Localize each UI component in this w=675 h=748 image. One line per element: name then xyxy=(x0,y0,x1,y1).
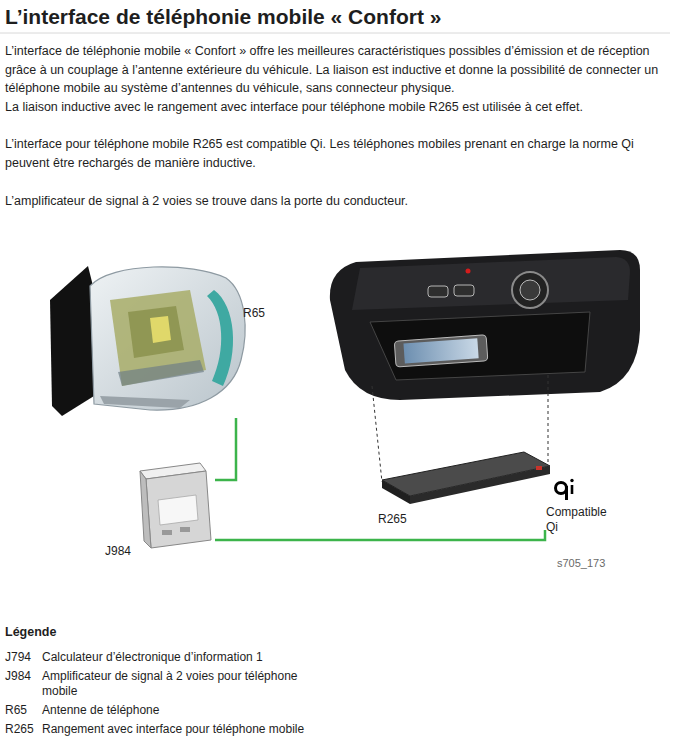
projection-line xyxy=(548,375,549,466)
legend-code: J984 xyxy=(5,669,31,684)
phone-tray: R265 xyxy=(372,405,548,530)
part-label: R265 xyxy=(378,512,407,526)
qi-logo xyxy=(556,479,574,500)
console-drawing xyxy=(330,250,640,400)
part-label: J984 xyxy=(105,544,131,558)
signal-wire xyxy=(215,418,236,480)
amplifier-unit: J984 xyxy=(100,462,215,560)
signal-wire xyxy=(215,530,545,540)
legend-code: R265 xyxy=(5,722,34,737)
figure-code: s705_173 xyxy=(557,556,605,570)
qi-note: Compatible Qi xyxy=(546,505,612,535)
mirror-drawing xyxy=(50,266,245,416)
pad-drawing xyxy=(382,452,550,504)
body-paragraph: La liaison inductive avec le rangement a… xyxy=(5,98,670,117)
legend-code: J794 xyxy=(5,650,31,665)
amplifier-drawing xyxy=(140,463,211,548)
body-paragraph: L’interface de téléphonie mobile « Confo… xyxy=(5,42,670,98)
part-label: R65 xyxy=(243,306,265,320)
antenna-mirror: R65 xyxy=(45,262,275,418)
projection-line xyxy=(372,386,382,482)
legend-description: Amplificateur de signal à 2 voies pour t… xyxy=(42,669,327,699)
page-title: L’interface de téléphonie mobile « Confo… xyxy=(5,5,441,29)
title-rule xyxy=(0,33,670,34)
legend-description: Antenne de téléphone xyxy=(42,703,327,718)
legend-code: R65 xyxy=(5,703,27,718)
body-paragraph: L’amplificateur de signal à 2 voies se t… xyxy=(5,192,670,211)
legend-heading: Légende xyxy=(5,624,56,640)
legend-description: Rangement avec interface pour téléphone … xyxy=(42,722,327,737)
legend-description: Calculateur d’électronique d’information… xyxy=(42,650,327,665)
body-paragraph: L’interface pour téléphone mobile R265 e… xyxy=(5,135,670,172)
